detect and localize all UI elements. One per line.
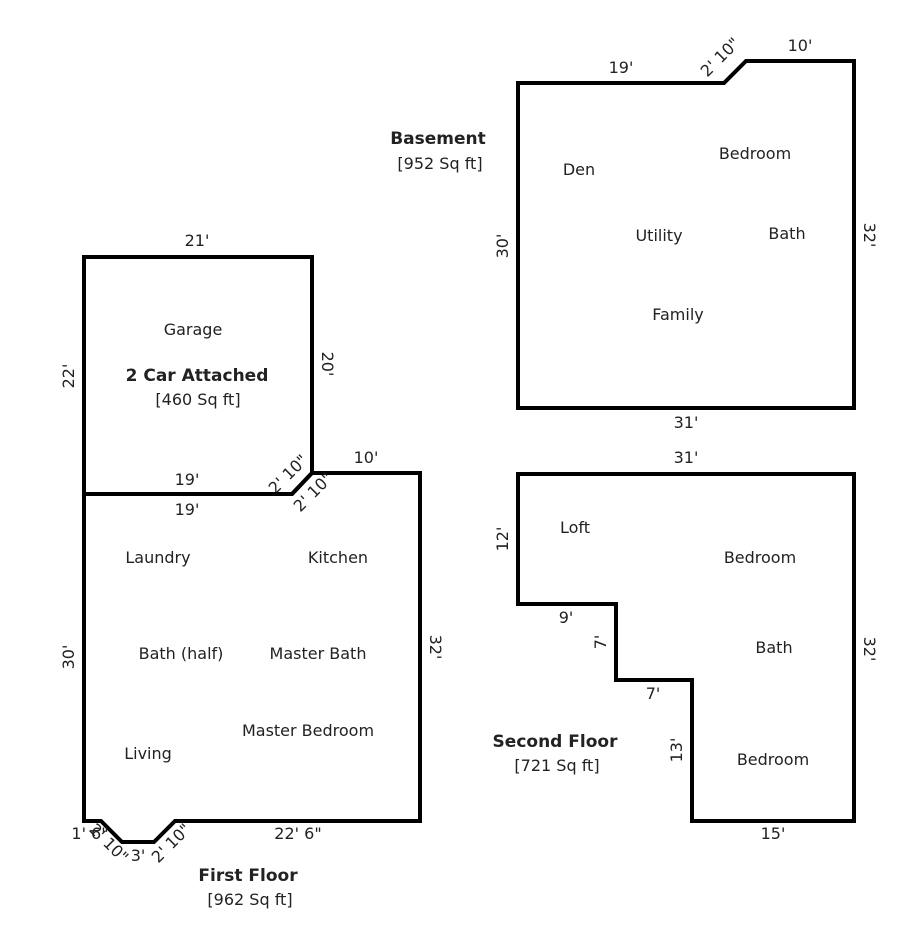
dim-top: 31'	[674, 448, 699, 467]
dim-right: 32'	[426, 635, 445, 660]
basement-plan: Basement [952 Sq ft] Den Bedroom Utility…	[390, 34, 879, 432]
dim-left: 12'	[493, 527, 512, 552]
basement-outline	[516, 59, 856, 410]
dim-bottom: 15'	[761, 824, 786, 843]
room-bath: Bath	[768, 224, 805, 243]
dim-left: 22'	[59, 364, 78, 389]
dim-bottom-left: 1' 6"	[71, 824, 108, 843]
dim-step-2: 7'	[591, 635, 610, 650]
dim-bottom: 19'	[175, 470, 200, 489]
dim-bottom-step: 3'	[131, 846, 146, 865]
dim-step-4: 13'	[667, 738, 686, 763]
room-den: Den	[563, 160, 595, 179]
second-floor-outline	[516, 472, 856, 823]
room-bedroom: Bedroom	[724, 548, 796, 567]
dim-top-left: 19'	[175, 500, 200, 519]
room-bath-half: Bath (half)	[139, 644, 224, 663]
dim-right: 32'	[860, 223, 879, 248]
room-master-bedroom: Master Bedroom	[242, 721, 374, 740]
dim-left: 30'	[59, 645, 78, 670]
room-utility: Utility	[635, 226, 682, 245]
room-family: Family	[652, 305, 703, 324]
room-laundry: Laundry	[125, 548, 190, 567]
second-floor-plan: Loft Bedroom Bath Bedroom 31' 12' 9' 7' …	[493, 448, 879, 843]
first-floor-area: [962 Sq ft]	[207, 890, 292, 909]
room-living: Living	[124, 744, 172, 763]
room-loft: Loft	[560, 518, 590, 537]
second-floor-title: Second Floor	[493, 732, 619, 752]
basement-title: Basement	[390, 129, 486, 149]
room-garage: Garage	[164, 320, 223, 339]
room-master-bath: Master Bath	[270, 644, 367, 663]
dim-top: 21'	[185, 231, 210, 250]
second-floor-area: [721 Sq ft]	[514, 756, 599, 775]
dim-right: 20'	[318, 352, 337, 377]
first-floor-outline	[82, 471, 422, 844]
garage-plan: Garage 2 Car Attached [460 Sq ft] 21' 22…	[59, 231, 337, 498]
dim-top-left: 19'	[609, 58, 634, 77]
dim-step-3: 7'	[646, 684, 661, 703]
garage-area: [460 Sq ft]	[155, 390, 240, 409]
room-kitchen: Kitchen	[308, 548, 368, 567]
dim-angle: 2' 10"	[697, 34, 744, 81]
room-bath: Bath	[755, 638, 792, 657]
dim-right: 32'	[860, 637, 879, 662]
dim-left: 30'	[493, 234, 512, 259]
dim-top-right: 10'	[788, 36, 813, 55]
dim-top-right: 10'	[354, 448, 379, 467]
room-bedroom: Bedroom	[719, 144, 791, 163]
basement-area: [952 Sq ft]	[397, 154, 482, 173]
dim-bottom: 31'	[674, 413, 699, 432]
first-floor-plan: Laundry Kitchen Bath (half) Master Bath …	[59, 448, 445, 909]
first-floor-title: First Floor	[198, 866, 298, 886]
room-bedroom: Bedroom	[737, 750, 809, 769]
dim-step-1: 9'	[559, 608, 574, 627]
garage-title: 2 Car Attached	[126, 366, 269, 386]
dim-bottom: 22' 6"	[274, 824, 321, 843]
